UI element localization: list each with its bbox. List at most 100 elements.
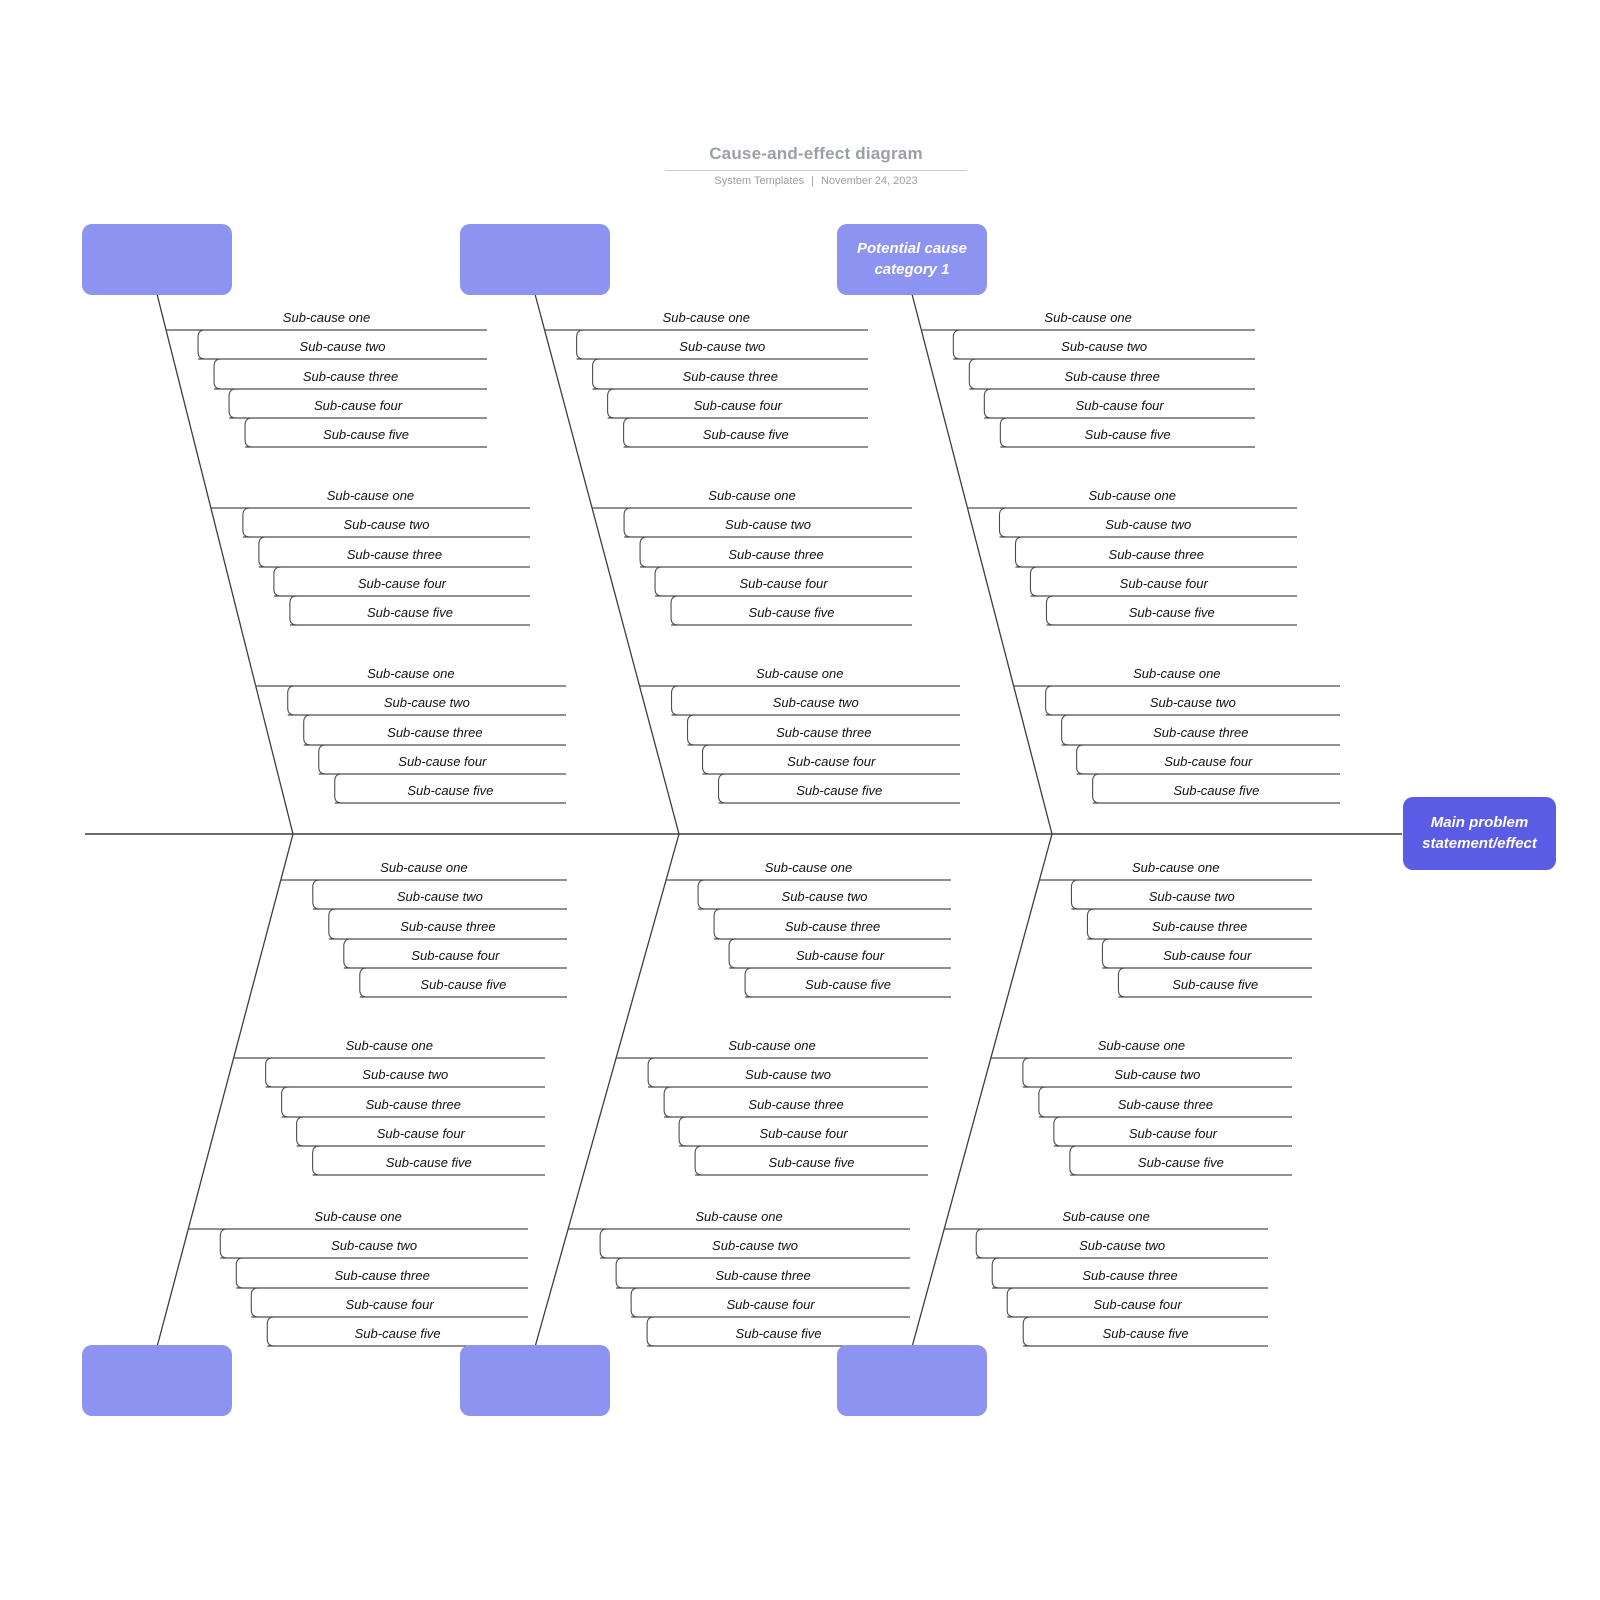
sub-cause-label[interactable]: Sub-cause two [712, 1238, 799, 1253]
sub-cause-label[interactable]: Sub-cause two [299, 339, 386, 354]
sub-cause-label[interactable]: Sub-cause one [1097, 1038, 1186, 1053]
sub-cause-label[interactable]: Sub-cause four [1163, 948, 1252, 963]
sub-cause-label[interactable]: Sub-cause four [313, 398, 403, 413]
sub-cause-label[interactable]: Sub-cause three [1117, 1097, 1214, 1112]
sub-cause-label[interactable]: Sub-cause two [679, 339, 766, 354]
sub-cause-label[interactable]: Sub-cause three [1082, 1268, 1178, 1283]
sub-cause-label[interactable]: Sub-cause four [739, 576, 828, 591]
sub-cause-label[interactable]: Sub-cause four [1093, 1297, 1182, 1312]
sub-cause-label[interactable]: Sub-cause five [1102, 1326, 1189, 1341]
sub-cause-label[interactable]: Sub-cause two [1149, 695, 1236, 710]
sub-cause-label[interactable]: Sub-cause three [1064, 369, 1160, 384]
sub-cause-label[interactable]: Sub-cause four [759, 1126, 848, 1141]
category-box-bottom-3[interactable] [837, 1345, 987, 1416]
sub-cause-label[interactable]: Sub-cause five [768, 1155, 855, 1170]
main-problem-box[interactable]: Main problem statement/effect [1403, 797, 1556, 870]
sub-cause-label[interactable]: Sub-cause two [772, 695, 859, 710]
sub-cause-label[interactable]: Sub-cause one [1088, 488, 1176, 503]
sub-cause-label[interactable]: Sub-cause five [323, 427, 410, 442]
sub-cause-label[interactable]: Sub-cause three [784, 919, 881, 934]
sub-cause-label[interactable]: Sub-cause one [728, 1038, 816, 1053]
sub-cause-label[interactable]: Sub-cause two [383, 695, 470, 710]
sub-cause-label[interactable]: Sub-cause five [407, 783, 494, 798]
sub-cause-label[interactable]: Sub-cause four [1119, 576, 1208, 591]
sub-cause-label[interactable]: Sub-cause one [314, 1209, 402, 1224]
sub-cause-label[interactable]: Sub-cause two [1114, 1067, 1201, 1082]
sub-cause-label[interactable]: Sub-cause two [331, 1238, 418, 1253]
sub-cause-label[interactable]: Sub-cause five [748, 605, 835, 620]
sub-cause-label[interactable]: Sub-cause two [1079, 1238, 1166, 1253]
sub-cause-label[interactable]: Sub-cause five [366, 605, 453, 620]
sub-cause-label[interactable]: Sub-cause one [1133, 666, 1221, 681]
sub-cause-label[interactable]: Sub-cause one [367, 666, 455, 681]
sub-cause-label[interactable]: Sub-cause one [1062, 1209, 1150, 1224]
sub-cause-label[interactable]: Sub-cause two [1105, 517, 1192, 532]
sub-cause-label[interactable]: Sub-cause five [1137, 1155, 1224, 1170]
sub-cause-label[interactable]: Sub-cause four [345, 1297, 434, 1312]
sub-cause-label[interactable]: Sub-cause five [420, 977, 507, 992]
sub-cause-label[interactable]: Sub-cause two [1148, 889, 1235, 904]
sub-cause-label[interactable]: Sub-cause three [715, 1268, 811, 1283]
sub-cause-label[interactable]: Sub-cause five [702, 427, 789, 442]
sub-cause-label[interactable]: Sub-cause one [1131, 860, 1220, 875]
sub-cause-label[interactable]: Sub-cause two [343, 517, 430, 532]
sub-cause-label[interactable]: Sub-cause one [764, 860, 853, 875]
sub-cause-label[interactable]: Sub-cause two [396, 889, 483, 904]
sub-cause-label[interactable]: Sub-cause four [1164, 754, 1253, 769]
sub-cause-label[interactable]: Sub-cause three [1152, 919, 1248, 934]
category-box-top-2[interactable] [460, 224, 610, 295]
sub-cause-label[interactable]: Sub-cause one [282, 310, 371, 325]
sub-cause-label[interactable]: Sub-cause five [796, 783, 883, 798]
category-box-top-1[interactable] [82, 224, 232, 295]
sub-cause-label[interactable]: Sub-cause three [302, 369, 399, 384]
sub-cause-label[interactable]: Sub-cause two [781, 889, 868, 904]
sub-cause-label[interactable]: Sub-cause four [795, 948, 885, 963]
sub-cause-label[interactable]: Sub-cause five [735, 1326, 822, 1341]
fishbone-line [615, 1257, 624, 1289]
sub-cause-label[interactable]: Sub-cause four [357, 576, 447, 591]
fishbone-line [250, 1287, 259, 1318]
category-box-bottom-1[interactable] [82, 1345, 232, 1416]
sub-cause-label[interactable]: Sub-cause four [411, 948, 500, 963]
sub-cause-label[interactable]: Sub-cause one [380, 860, 468, 875]
sub-cause-label[interactable]: Sub-cause four [376, 1126, 465, 1141]
sub-cause-label[interactable]: Sub-cause four [726, 1297, 815, 1312]
sub-cause-label[interactable]: Sub-cause two [725, 517, 812, 532]
sub-cause-label[interactable]: Sub-cause five [1172, 977, 1259, 992]
sub-cause-label[interactable]: Sub-cause three [387, 725, 483, 740]
sub-cause-label[interactable]: Sub-cause four [787, 754, 876, 769]
sub-cause-label[interactable]: Sub-cause three [748, 1097, 844, 1112]
sub-cause-label[interactable]: Sub-cause five [1173, 783, 1260, 798]
sub-cause-label[interactable]: Sub-cause one [695, 1209, 783, 1224]
sub-cause-label[interactable]: Sub-cause three [728, 547, 824, 562]
sub-cause-label[interactable]: Sub-cause four [693, 398, 782, 413]
sub-cause-label[interactable]: Sub-cause two [1061, 339, 1148, 354]
sub-cause-label[interactable]: Sub-cause three [776, 725, 872, 740]
sub-cause-label[interactable]: Sub-cause two [745, 1067, 832, 1082]
sub-cause-label[interactable]: Sub-cause two [362, 1067, 449, 1082]
sub-cause-label[interactable]: Sub-cause three [682, 369, 778, 384]
sub-cause-label[interactable]: Sub-cause five [1128, 605, 1215, 620]
sub-cause-label[interactable]: Sub-cause five [1084, 427, 1171, 442]
category-box-bottom-2[interactable] [460, 1345, 610, 1416]
sub-cause-label[interactable]: Sub-cause one [326, 488, 415, 503]
sub-cause-label[interactable]: Sub-cause three [1108, 547, 1204, 562]
sub-cause-label[interactable]: Sub-cause one [1044, 310, 1132, 325]
sub-cause-label[interactable]: Sub-cause one [708, 488, 796, 503]
sub-cause-label[interactable]: Sub-cause four [398, 754, 487, 769]
sub-cause-label[interactable]: Sub-cause one [345, 1038, 434, 1053]
sub-cause-label[interactable]: Sub-cause one [756, 666, 844, 681]
sub-cause-label[interactable]: Sub-cause five [385, 1155, 472, 1170]
title-underline [665, 170, 967, 171]
sub-cause-label[interactable]: Sub-cause four [1128, 1126, 1218, 1141]
sub-cause-label[interactable]: Sub-cause one [662, 310, 751, 325]
sub-cause-label[interactable]: Sub-cause five [805, 977, 892, 992]
sub-cause-label[interactable]: Sub-cause three [400, 919, 496, 934]
sub-cause-label[interactable]: Sub-cause three [346, 547, 443, 562]
category-box-top-3[interactable]: Potential cause category 1 [837, 224, 987, 295]
sub-cause-label[interactable]: Sub-cause three [334, 1268, 430, 1283]
sub-cause-label[interactable]: Sub-cause three [365, 1097, 461, 1112]
sub-cause-label[interactable]: Sub-cause five [354, 1326, 441, 1341]
sub-cause-label[interactable]: Sub-cause four [1075, 398, 1164, 413]
sub-cause-label[interactable]: Sub-cause three [1153, 725, 1249, 740]
